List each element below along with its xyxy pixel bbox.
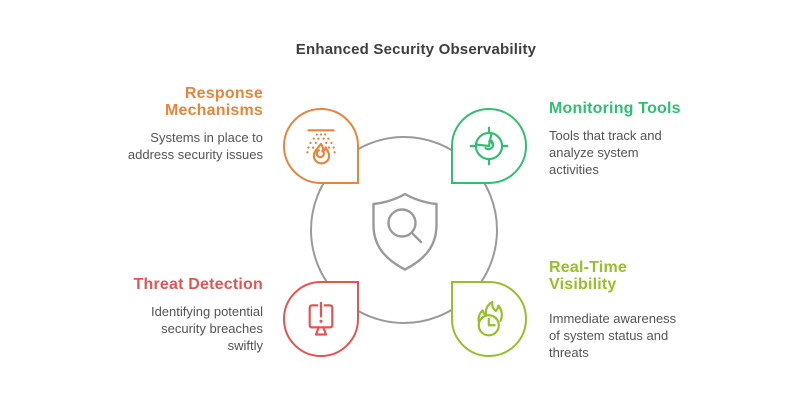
section-description: Immediate awareness of system status and… xyxy=(549,311,677,360)
section-title: Threat Detection xyxy=(133,276,263,293)
section-response-mechanisms: Response Mechanisms Systems in place to … xyxy=(93,85,263,163)
section-description: Identifying potential security breaches … xyxy=(150,304,263,353)
section-real-time-visibility: Real-Time Visibility Immediate awareness… xyxy=(549,259,719,361)
flame-clock-icon xyxy=(466,296,512,342)
badge-response-mechanisms xyxy=(283,108,359,184)
section-description: Systems in place to address security iss… xyxy=(127,130,263,162)
section-title: Monitoring Tools xyxy=(549,100,681,117)
section-title: Response Mechanisms xyxy=(164,85,263,119)
page-title: Enhanced Security Observability xyxy=(295,41,537,58)
badge-real-time-visibility xyxy=(451,281,527,357)
section-threat-detection: Threat Detection Identifying potential s… xyxy=(93,276,263,354)
section-title: Real-Time Visibility xyxy=(549,259,627,293)
monitor-alert-icon xyxy=(298,296,344,342)
shield-magnifier-icon xyxy=(368,191,442,278)
badge-threat-detection xyxy=(283,281,359,357)
section-monitoring-tools: Monitoring Tools Tools that track and an… xyxy=(549,100,719,178)
badge-monitoring-tools xyxy=(451,108,527,184)
center-circle-outline xyxy=(310,136,498,324)
section-description: Tools that track and analyze system acti… xyxy=(549,128,662,177)
radar-gauge-icon xyxy=(466,123,512,169)
fire-sprinkler-icon xyxy=(298,123,344,169)
